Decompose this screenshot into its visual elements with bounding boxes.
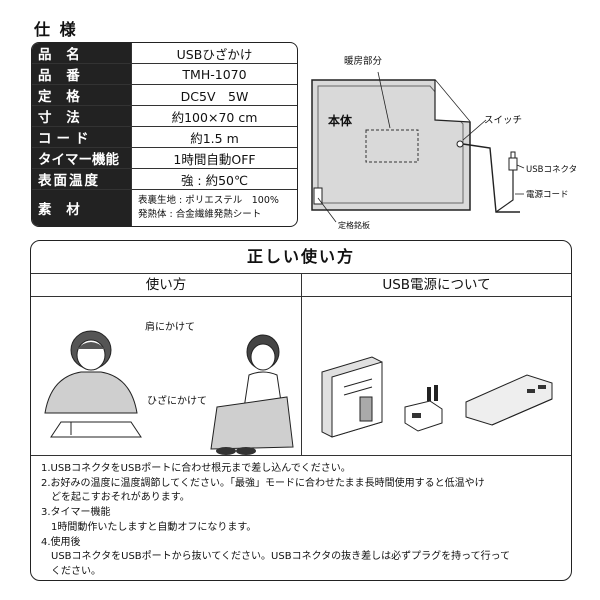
cord-branch [495,170,514,213]
spec-row-size: 寸 法約100×70 cm [32,106,297,127]
usage-section: 正しい使い方 使い方 [30,240,572,581]
spec-row-cord: コード約1.5 m [32,127,297,148]
spec-row-temp: 表面温度強 : 約50℃ [32,169,297,190]
note-line: どを起こすおそれがあります。 [41,492,190,504]
note-line: 1.USBコネクタをUSBポートに合わせ根元まで差し込んでください。 [41,463,351,474]
spec-value: 1時間自動OFF [132,148,297,169]
switch-icon [456,140,464,148]
switch-label: スイッチ [484,115,523,126]
spec-label: 素 材 [32,190,132,226]
rating-plate-icon [313,187,323,205]
spec-label: 品 番 [32,64,132,85]
usb-adapter-icon [404,385,443,432]
product-diagram: 暖房部分 本体 スイッチ USBコネクタ 電源コード 定格銘板 [300,40,600,240]
spec-label: タイマー機能 [32,148,132,169]
note-line: 1時間動作いたしますと自動オフになります。 [41,521,257,533]
usage-illustration [44,330,294,455]
mobile-battery-icon [465,374,553,426]
heating-label: 暖房部分 [344,56,383,67]
blanket-drawing [311,71,525,223]
note-line: USBコネクタをUSBポートから抜いてください。USBコネクタの抜き差しは必ずプ… [41,551,511,563]
knee-blanket [210,396,294,450]
note-line: 2.お好みの温度に温度調節してください。「最強」モードに合わせたまま長時間使用す… [41,477,485,489]
usb-connector-label: USBコネクタ [526,165,578,175]
usb-connector-icon [508,157,518,171]
woman-knee-figure [210,334,294,455]
cord-label: 電源コード [526,190,569,200]
material-line2: 発熱体 : 合金繊維発熱シート [138,209,262,220]
how-to-use-panel: 使い方 肩にかけて [31,274,302,455]
blanket-corner-fold [434,80,471,123]
body-label: 本体 [328,114,353,128]
usb-power-panel: USB電源について [302,274,571,455]
note-line: 3.タイマー機能 [41,507,111,519]
spec-value: TMH-1070 [132,64,297,85]
power-cord [462,143,520,213]
material-line1: 表裏生地 : ポリエステル 100% [138,195,279,206]
knee-caption: ひざにかけて [147,396,207,407]
spec-label: 表面温度 [32,169,132,190]
usb-power-header: USB電源について [302,274,571,297]
shoulder-blanket [44,371,138,414]
usage-header: 正しい使い方 [31,241,571,274]
spec-label: 品 名 [32,43,132,64]
spec-label: 定 格 [32,85,132,106]
usb-devices-illustration [321,356,553,438]
usage-notes: 1.USBコネクタをUSBポートに合わせ根元まで差し込んでください。 2.お好み… [31,456,571,580]
how-to-use-header: 使い方 [31,274,301,297]
note-line: ください。 [41,565,101,577]
spec-value: 強 : 約50℃ [132,169,297,190]
pc-tower-icon [321,356,383,438]
spec-value: DC5V 5W [132,85,297,106]
woman-shoulder-figure [44,330,142,438]
rating-plate-label: 定格銘板 [338,221,370,230]
shoulder-caption: 肩にかけて [145,322,195,333]
heating-area [365,129,419,163]
spec-value: 約1.5 m [132,127,297,148]
page-title: 仕 様 [34,20,78,39]
spec-value: 約100×70 cm [132,106,297,127]
note-line: 4.使用後 [41,536,81,548]
blanket-shape [311,79,471,211]
spec-value: USBひざかけ [132,43,297,64]
blanket-inner-border [317,85,464,204]
spec-row-material: 素 材 表裏生地 : ポリエステル 100% 発熱体 : 合金繊維発熱シート [32,190,297,226]
spec-value: 表裏生地 : ポリエステル 100% 発熱体 : 合金繊維発熱シート [132,190,297,226]
spec-label: 寸 法 [32,106,132,127]
spec-label: コード [32,127,132,148]
